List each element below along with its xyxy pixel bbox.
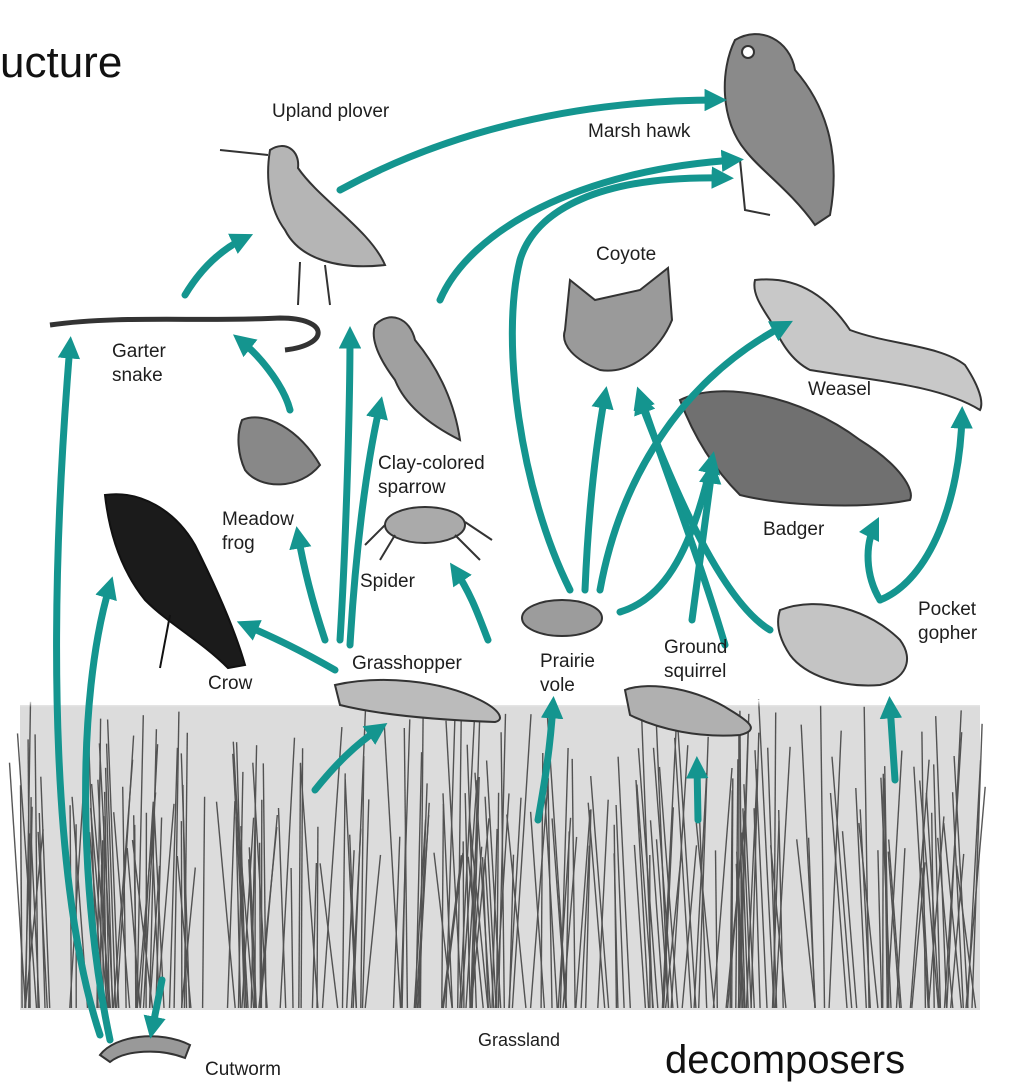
arrow-grass-to-gopher <box>890 705 895 780</box>
grass-blade <box>181 821 182 1008</box>
arrow-vole-to-coyote <box>585 395 605 590</box>
label-prairie-vole: Prairie vole <box>540 650 595 698</box>
label-crow: Crow <box>208 672 252 696</box>
pocket-gopher-illustration <box>778 604 907 685</box>
grassland-illustration <box>10 700 986 1011</box>
arrow-grasshopper-to-frog <box>298 535 325 640</box>
label-meadow-frog: Meadow frog <box>222 508 294 556</box>
label-cutworm: Cutworm <box>205 1058 281 1082</box>
upland-plover-illustration <box>220 146 385 305</box>
grassland-label: Grassland <box>478 1028 560 1052</box>
label-badger: Badger <box>763 518 824 542</box>
grass-blade <box>883 774 884 1008</box>
label-ground-squirrel: Ground squirrel <box>664 636 727 684</box>
label-pocket-gopher: Pocket gopher <box>918 598 977 646</box>
cutworm-illustration <box>100 1036 190 1062</box>
label-grasshopper: Grasshopper <box>352 652 462 676</box>
marsh-hawk-illustration <box>725 34 834 225</box>
badger-illustration <box>680 391 911 505</box>
arrow-plover-to-marsh-hawk <box>340 100 718 190</box>
label-garter-snake: Garter snake <box>112 340 166 388</box>
clay-colored-sparrow-illustration <box>374 317 460 440</box>
arrow-grasshopper-to-plover <box>340 335 350 640</box>
arrow-gopher-to-weasel <box>880 415 962 600</box>
label-coyote: Coyote <box>596 243 656 267</box>
arrow-frog-to-snake <box>240 340 290 410</box>
garter-snake-illustration <box>50 318 318 350</box>
heading-fragment: ucture <box>0 38 122 88</box>
arrow-grasshopper-to-sparrow <box>350 405 380 645</box>
prairie-vole-illustration <box>522 600 602 636</box>
arrow-gopher-to-badger <box>868 525 880 600</box>
grass-blade <box>317 827 318 1008</box>
label-clay-colored-sparrow: Clay-colored sparrow <box>378 452 485 500</box>
meadow-frog-illustration <box>238 417 320 484</box>
arrow-snake-to-plover <box>185 238 245 295</box>
label-spider: Spider <box>360 570 415 594</box>
spider-illustration <box>365 507 492 560</box>
grass-blade <box>260 843 261 1008</box>
coyote-illustration <box>564 268 672 371</box>
label-weasel: Weasel <box>808 378 871 402</box>
arrow-grass-to-squirrel <box>697 765 698 820</box>
label-marsh-hawk: Marsh hawk <box>588 120 690 144</box>
label-upland-plover: Upland plover <box>272 100 389 124</box>
arrow-grasshopper-to-spider <box>455 570 488 640</box>
decomposers-label: decomposers <box>665 1038 905 1083</box>
